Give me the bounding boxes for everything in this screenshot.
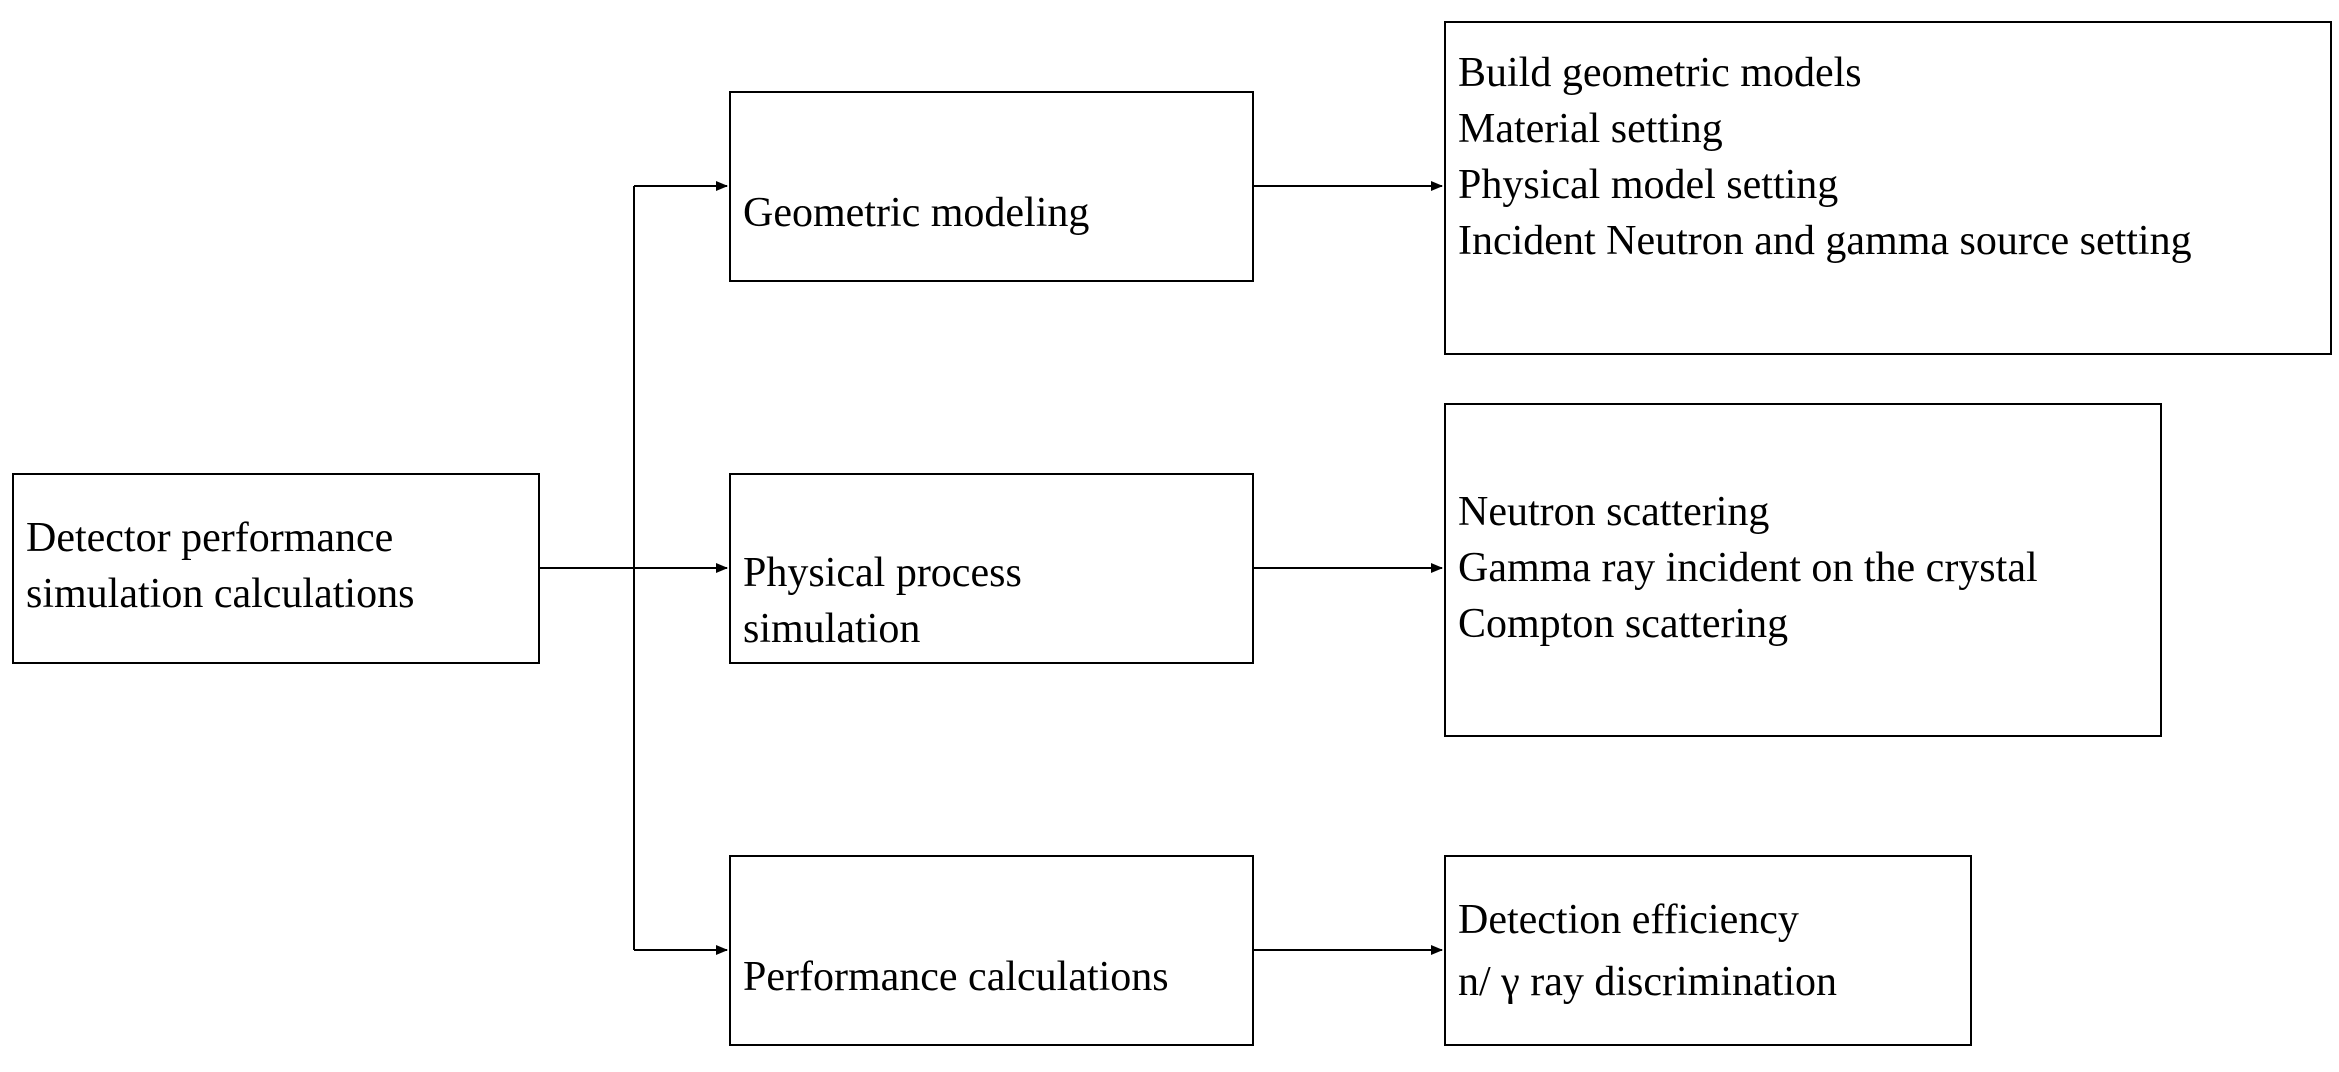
detail-list: Build geometric models Material setting … xyxy=(1458,45,2192,269)
stage-label-line: simulation xyxy=(743,606,921,652)
detail-item: Compton scattering xyxy=(1458,601,1789,647)
stage-label-line: Physical process xyxy=(743,550,1022,596)
physical-process-details-box: Neutron scattering Gamma ray incident on… xyxy=(1444,403,2162,737)
detail-item: Material setting xyxy=(1458,106,1723,152)
detail-item: Gamma ray incident on the crystal xyxy=(1458,545,2038,591)
root-label-line: simulation calculations xyxy=(26,571,415,617)
performance-calculations-box: Performance calculations xyxy=(729,855,1254,1046)
detail-item: n/ γ ray discrimination xyxy=(1458,959,1837,1005)
detail-item: Neutron scattering xyxy=(1458,489,1770,535)
stage-label-line: Performance calculations xyxy=(743,954,1169,1000)
detail-item: Physical model setting xyxy=(1458,162,1839,208)
performance-details-box: Detection efficiency n/ γ ray discrimina… xyxy=(1444,855,1972,1046)
stage-label: Physical process simulation xyxy=(743,545,1022,657)
detail-list: Neutron scattering Gamma ray incident on… xyxy=(1458,484,2038,652)
detail-item: Detection efficiency xyxy=(1458,897,1799,943)
geometric-modeling-box: Geometric modeling xyxy=(729,91,1254,282)
root-label-line: Detector performance xyxy=(26,515,394,561)
stage-label-line: Geometric modeling xyxy=(743,190,1090,236)
detail-list: Detection efficiency n/ γ ray discrimina… xyxy=(1458,889,1837,1013)
root-box: Detector performance simulation calculat… xyxy=(12,473,540,664)
detail-item: Incident Neutron and gamma source settin… xyxy=(1458,218,2192,264)
detail-item: Build geometric models xyxy=(1458,50,1862,96)
stage-label: Geometric modeling xyxy=(743,185,1089,241)
geometric-modeling-details-box: Build geometric models Material setting … xyxy=(1444,21,2332,355)
physical-process-simulation-box: Physical process simulation xyxy=(729,473,1254,664)
root-label: Detector performance simulation calculat… xyxy=(26,510,414,622)
stage-label: Performance calculations xyxy=(743,949,1169,1005)
